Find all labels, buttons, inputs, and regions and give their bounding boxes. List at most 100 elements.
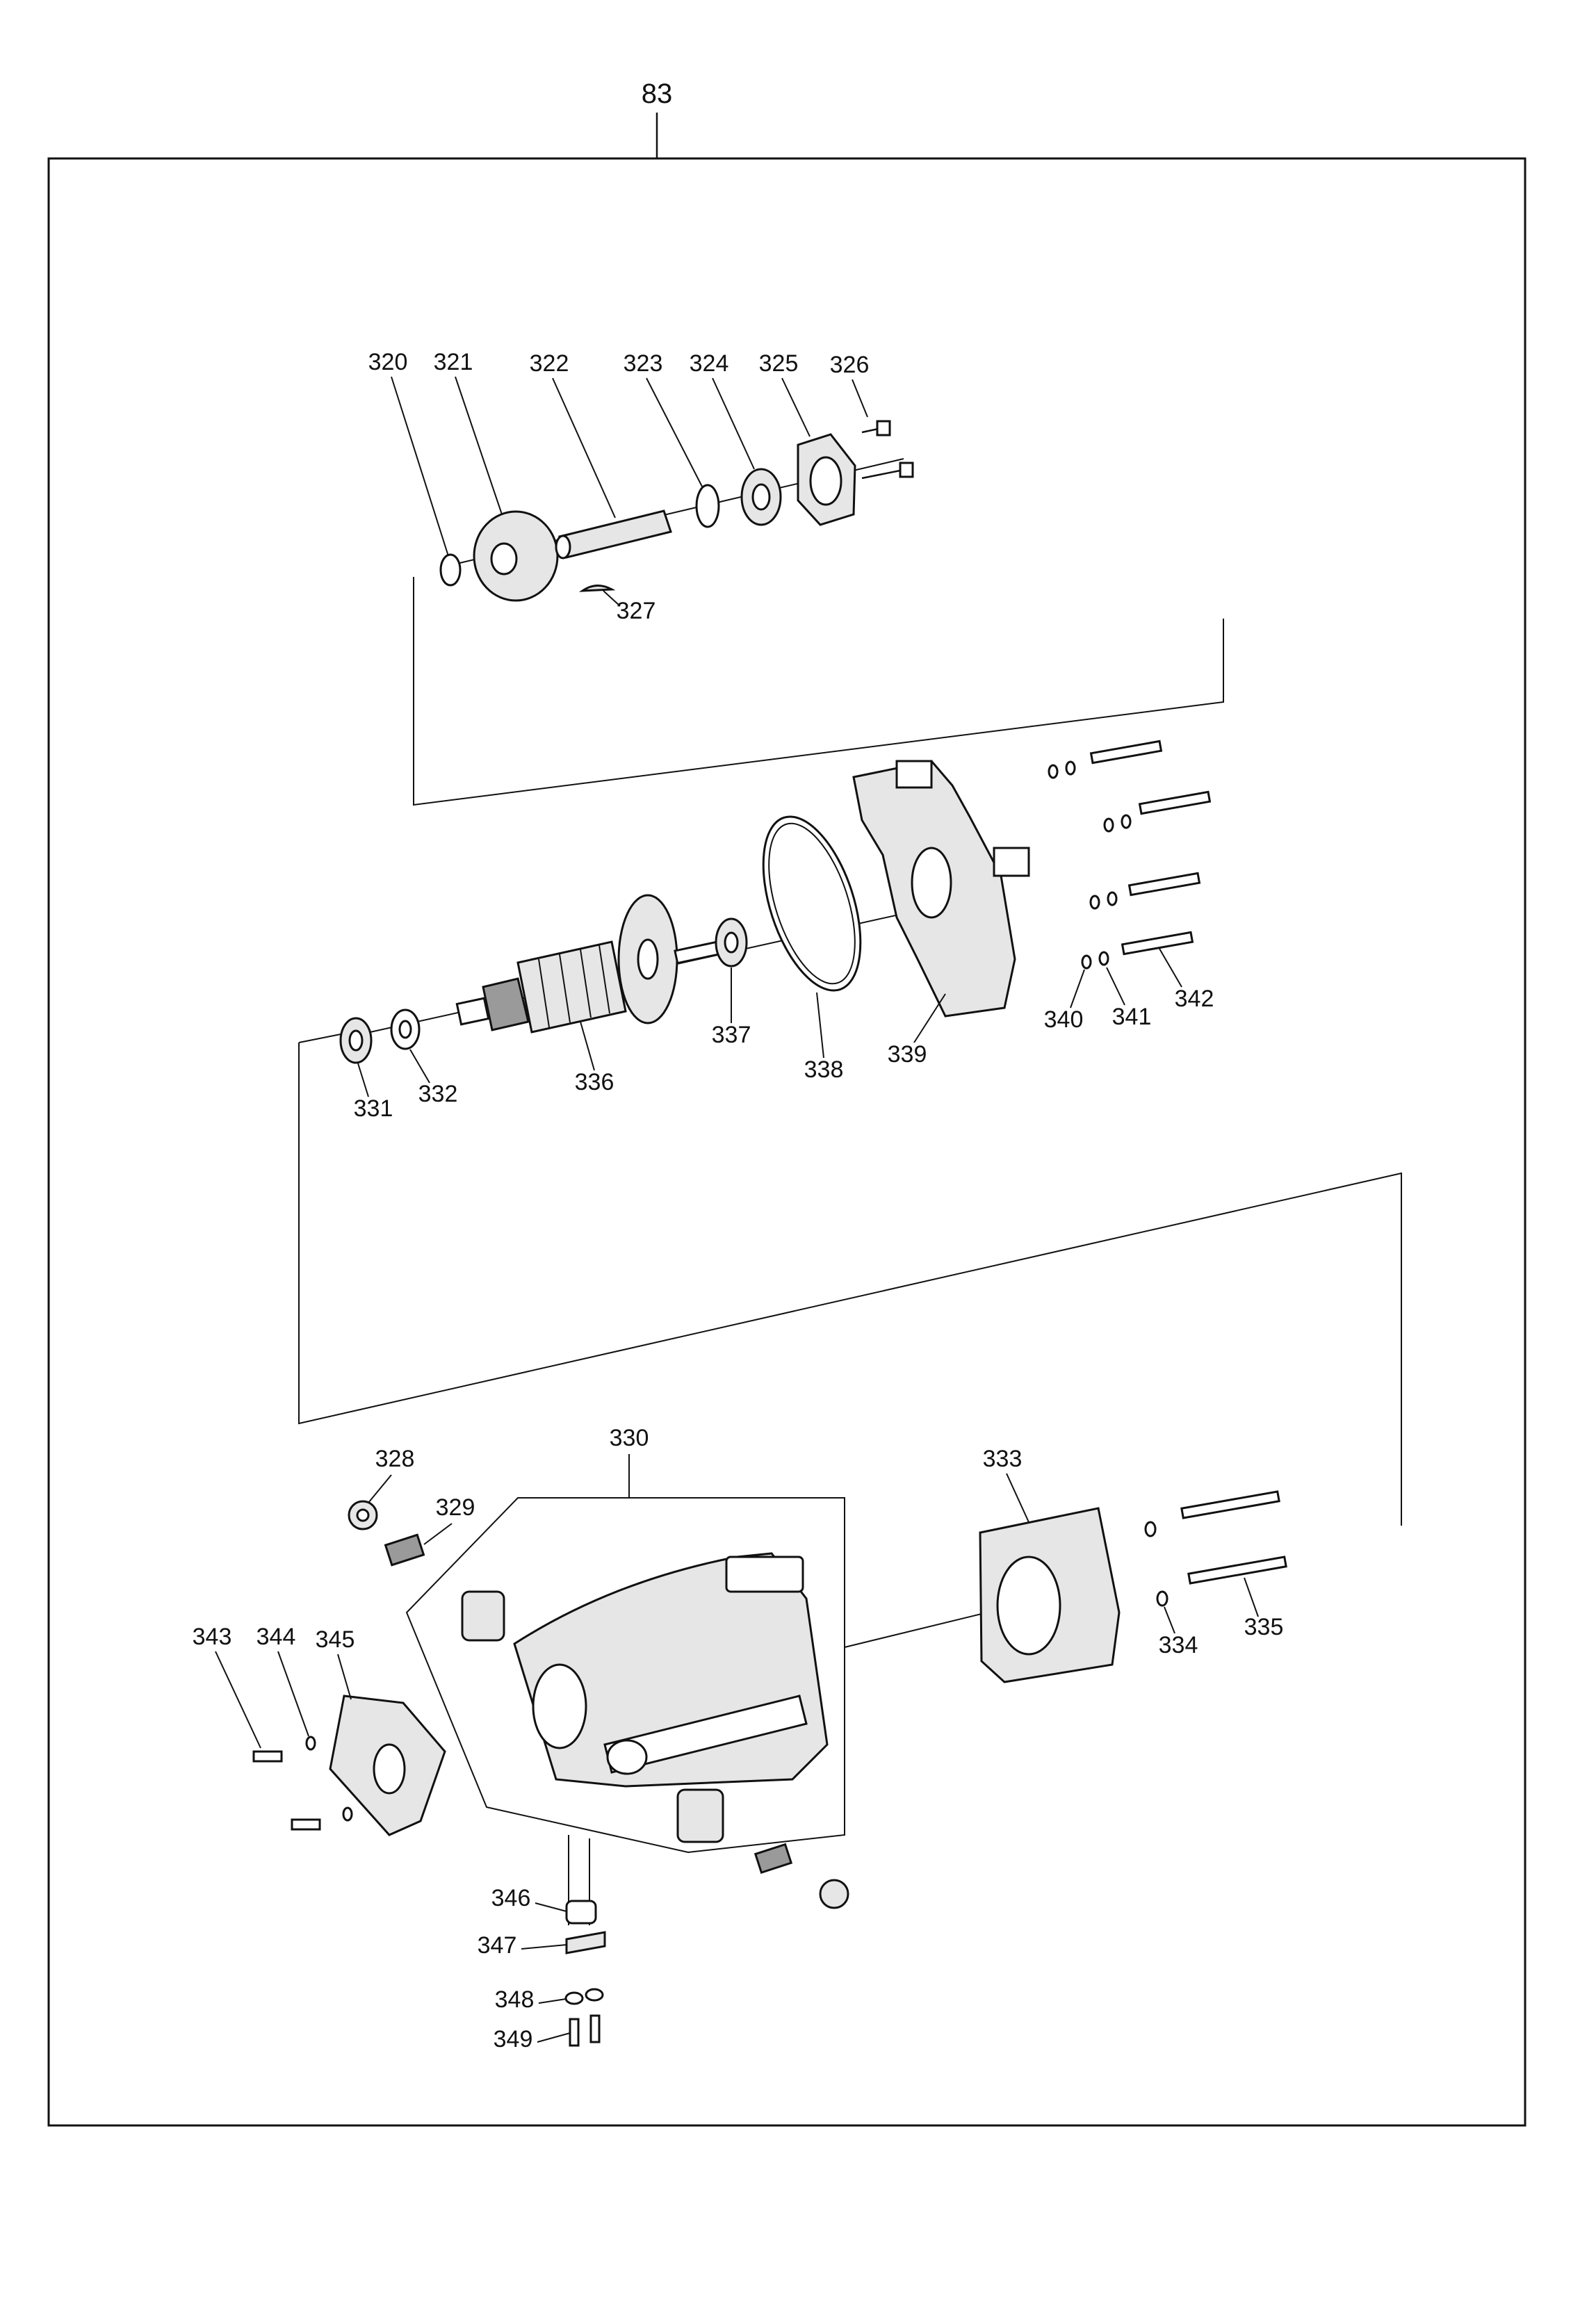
part-330-housing-vent	[532, 1663, 587, 1749]
label-322: 322	[530, 350, 569, 377]
label-320: 320	[368, 349, 408, 375]
label-338: 338	[804, 1056, 844, 1083]
part-336-core-slot-d	[598, 945, 610, 1014]
part-340-washer-a	[1048, 764, 1059, 779]
part-349-screw-b	[589, 2014, 601, 2043]
leader-336	[580, 1021, 595, 1071]
part-326-screw-a-shank	[876, 420, 891, 436]
label-339: 339	[888, 1041, 927, 1068]
part-341-washer-c	[1107, 891, 1118, 906]
part-333-stator-bore	[996, 1556, 1061, 1656]
part-322-spindle	[558, 509, 672, 559]
part-341-washer-a	[1065, 760, 1076, 776]
part-338-o-ring	[762, 815, 862, 992]
label-346: 346	[491, 1885, 531, 1911]
leader-338	[816, 992, 824, 1059]
part-336-core-slot-b	[559, 954, 571, 1023]
spindle-group-outline	[413, 577, 1224, 806]
leader-329	[423, 1523, 453, 1545]
label-336: 336	[575, 1069, 614, 1095]
armature-group-outline	[298, 1043, 1402, 1425]
label-327: 327	[617, 598, 656, 624]
label-321: 321	[434, 349, 473, 375]
spindle-assembly-group: 320 321 322 323 324 325 326 327	[368, 349, 1224, 806]
part-341-washer-d	[1098, 951, 1109, 966]
part-326-screw-b-head	[899, 462, 914, 478]
label-332: 332	[418, 1081, 458, 1107]
part-348-washer-b	[585, 1988, 604, 2002]
part-327-key	[578, 585, 616, 592]
part-323-circlip	[695, 484, 720, 528]
part-343-screw-a	[252, 1750, 283, 1763]
leader-340	[1070, 969, 1085, 1009]
leader-334	[1164, 1606, 1175, 1634]
leader-347	[521, 1944, 567, 1950]
part-330-housing-rear-boss	[725, 1556, 804, 1593]
part-331-bearing-bore	[348, 1029, 364, 1052]
label-326: 326	[830, 352, 870, 378]
leader-326	[852, 379, 868, 418]
part-336-armature-core	[516, 940, 627, 1034]
leader-333	[1006, 1473, 1029, 1523]
part-328-brush-cap-center	[356, 1508, 370, 1522]
leader-324	[712, 377, 755, 470]
label-324: 324	[690, 350, 729, 377]
part-335-screw-a	[1180, 1490, 1280, 1519]
label-329: 329	[436, 1494, 475, 1521]
part-336-core-slot-c	[580, 949, 592, 1018]
label-344: 344	[256, 1624, 296, 1650]
part-334-washer-b	[1156, 1590, 1168, 1607]
label-333: 333	[983, 1446, 1023, 1472]
part-330-housing-group-outline	[405, 1497, 845, 1854]
leader-341	[1106, 967, 1125, 1006]
part-328-brush-cap-lower	[819, 1879, 849, 1909]
leader-345	[337, 1654, 352, 1700]
label-323: 323	[624, 350, 663, 377]
part-339-housing-boss-right	[993, 847, 1030, 877]
label-335: 335	[1244, 1614, 1284, 1640]
leader-348	[538, 1998, 567, 2004]
label-345: 345	[316, 1626, 355, 1653]
diagram-frame	[47, 157, 1526, 2127]
leader-339	[913, 993, 946, 1043]
label-343: 343	[193, 1624, 232, 1650]
leader-343	[215, 1651, 261, 1749]
part-324-bearing-bore	[751, 483, 771, 511]
leader-327	[603, 590, 621, 607]
part-325-plate-bore	[809, 456, 842, 506]
leader-331	[357, 1063, 369, 1097]
part-339-housing-boss-top	[895, 760, 933, 789]
part-330-brush-holder-top	[461, 1590, 505, 1642]
part-330-handle-knob	[606, 1739, 648, 1775]
label-330: 330	[610, 1425, 649, 1451]
part-329-carbon-brush-lower	[754, 1843, 793, 1875]
part-336-fan-shaft	[674, 940, 720, 965]
part-337-bearing-bore	[724, 931, 739, 954]
leader-322	[552, 377, 616, 519]
label-347: 347	[478, 1932, 517, 1959]
part-342-screw-d	[1121, 931, 1194, 956]
label-328: 328	[375, 1446, 415, 1472]
part-346-cable-sleeve	[565, 1900, 597, 1925]
part-330-brush-holder-bottom	[676, 1788, 724, 1843]
leader-346	[535, 1902, 567, 1912]
part-329-carbon-brush	[384, 1533, 425, 1567]
leader-328	[368, 1474, 392, 1503]
leader-321	[455, 376, 503, 515]
leader-325	[781, 377, 811, 437]
part-340-washer-c	[1089, 895, 1100, 910]
label-325: 325	[759, 350, 799, 377]
part-335-screw-b	[1187, 1556, 1287, 1585]
stator-axis-line	[844, 1612, 988, 1648]
part-326-screw-b	[861, 468, 904, 480]
part-336-armature-shaft-end	[455, 997, 490, 1026]
diagram-reference-number: 83	[642, 79, 673, 109]
armature-group-outline-top	[298, 1034, 341, 1043]
part-342-screw-set	[1048, 740, 1212, 970]
part-334-washer-a	[1144, 1521, 1157, 1537]
part-343-screw-b	[291, 1818, 321, 1831]
part-340-washer-b	[1103, 817, 1114, 833]
part-348-washer-a	[564, 1991, 584, 2005]
label-340: 340	[1044, 1006, 1084, 1033]
